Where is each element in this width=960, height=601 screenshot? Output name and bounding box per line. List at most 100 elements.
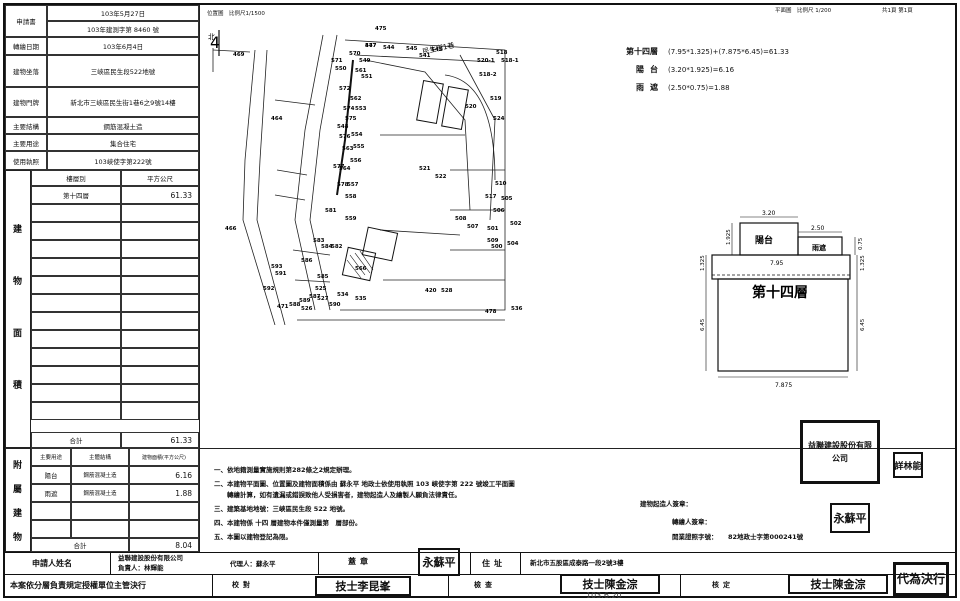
parcel-number: 526 — [301, 306, 313, 312]
parcel-number: 518-1 — [501, 58, 519, 64]
info-label-use: 主要用途 — [5, 134, 47, 151]
info-label-structure: 主要結構 — [5, 117, 47, 134]
info-value-use: 集合住宅 — [47, 134, 199, 151]
annex-row1-use: 陽台 — [31, 466, 71, 484]
parcel-number: 536 — [511, 306, 523, 312]
note-2: 二、本建物平面圖、位置圖及建物面積係由 蘇永平 地政士依使用執照 103 峽使字… — [214, 480, 515, 488]
area-row-floor: 第十四層 — [31, 186, 121, 204]
calc-formula-canopy: (2.50*0.75)=1.88 — [668, 84, 730, 92]
area-side-char-2: 物 — [13, 277, 23, 287]
parcel-number: 550 — [335, 66, 347, 72]
area-empty-cell — [31, 402, 121, 420]
annex-total-label: 合計 — [31, 538, 129, 552]
area-empty-cell — [31, 240, 121, 258]
parcel-number: 582 — [331, 244, 343, 250]
annex-side-char-3: 建 — [13, 509, 23, 519]
parcel-number: 576 — [339, 134, 351, 140]
parcel-number: 588 — [289, 302, 301, 308]
area-empty-cell — [121, 402, 199, 420]
annex-row2-structure: 鋼筋混凝土造 — [71, 484, 129, 502]
date-stamp: 103.6.20 — [586, 591, 622, 600]
parcel-number: 562 — [350, 96, 362, 102]
plan-balcony-label: 陽台 — [755, 234, 773, 246]
dim-canopy-width: 2.50 — [811, 225, 825, 232]
parcel-number: 591 — [275, 271, 287, 277]
area-empty-cell — [31, 312, 121, 330]
parcel-number: 469 — [233, 52, 245, 58]
area-empty-cell — [31, 384, 121, 402]
agent-label: 代理人：蘇永平 — [230, 560, 276, 568]
info-label-draw-date: 轉繪日期 — [5, 37, 47, 55]
parcel-number: 585 — [317, 274, 329, 280]
area-empty-cell — [121, 276, 199, 294]
parcel-number: 566 — [355, 266, 367, 272]
annex-row2-area: 1.88 — [129, 484, 199, 502]
review-label: 檢查 — [474, 581, 496, 589]
parcel-number: 517 — [485, 194, 497, 200]
info-value-structure: 鋼筋混凝土造 — [47, 117, 199, 134]
parcel-number: 544 — [383, 45, 395, 51]
parcel-number: 584 — [321, 244, 333, 250]
parcel-number: 548 — [337, 124, 349, 130]
parcel-number: 475 — [375, 26, 387, 32]
area-side-char-3: 面 — [13, 329, 23, 339]
calc-label-canopy: 雨遮 — [636, 83, 664, 92]
parcel-number: 586 — [301, 258, 313, 264]
authority-statement: 本案依分層負責規定授權單位主管決行 — [10, 581, 146, 590]
annex-side-char-2: 屬 — [13, 485, 23, 495]
approve-stamp: 技士陳金淙 — [788, 574, 888, 594]
parcel-number: 555 — [353, 144, 365, 150]
document-frame — [3, 3, 957, 598]
address-value: 新北市五股區成泰路一段2號3樓 — [530, 559, 624, 567]
review-stamp: 技士陳金淙 — [560, 574, 660, 594]
dim-canopy-depth: 0.75 — [858, 237, 864, 250]
area-empty-cell — [121, 204, 199, 222]
plan-scale-label: 平面圖 比例尺 1/200 — [775, 8, 832, 14]
parcel-number: 501 — [487, 226, 499, 232]
parcel-number: 545 — [406, 46, 418, 52]
parcel-number: 590 — [329, 302, 341, 308]
info-value-application-no: 103年建測字第 8460 號 — [47, 21, 199, 37]
parcel-number: 506 — [493, 208, 505, 214]
note-3: 轉繪計算，如有遺漏或錯誤致他人受損害者，建物起造人及繪製人願負法律責任。 — [214, 491, 461, 499]
calc-formula-balcony: (3.20*1.925)=6.16 — [668, 66, 735, 74]
area-empty-cell — [31, 204, 121, 222]
parcel-number: 518-2 — [479, 72, 497, 78]
dim-balcony-width: 3.20 — [762, 210, 776, 217]
drafter-stamp: 永蘇平 — [830, 503, 870, 533]
parcel-number: 507 — [467, 224, 479, 230]
area-col-area: 平方公尺 — [121, 170, 199, 186]
area-row-value: 61.33 — [121, 186, 199, 204]
check-label: 校對 — [232, 581, 254, 589]
parcel-number: 525 — [315, 286, 327, 292]
parcel-number: 557 — [347, 182, 359, 188]
parcel-number: 519 — [490, 96, 502, 102]
owner-signature-label: 建物起造人簽章： — [640, 500, 692, 508]
svg-text:4: 4 — [210, 33, 220, 52]
annex-row1-area: 6.16 — [129, 466, 199, 484]
parcel-number: 504 — [507, 241, 519, 247]
license-label: 開業證照字號： — [672, 533, 718, 541]
area-empty-cell — [121, 366, 199, 384]
parcel-number: 478 — [485, 309, 497, 315]
annex-row1-structure: 鋼筋混凝土造 — [71, 466, 129, 484]
area-col-floor: 樓層別 — [31, 170, 121, 186]
area-total-value: 61.33 — [121, 432, 199, 448]
parcel-number: 508 — [455, 216, 467, 222]
north-label: 北 — [208, 33, 215, 41]
dim-balcony-depth: 1.925 — [726, 229, 732, 245]
parcel-number: 551 — [361, 74, 373, 80]
dim-upper-width: 7.95 — [770, 260, 784, 267]
plan-floor-label: 第十四層 — [752, 284, 808, 301]
plan-canopy-label: 雨遮 — [812, 243, 826, 252]
info-label-location: 建物坐落 — [5, 55, 47, 87]
area-empty-cell — [31, 276, 121, 294]
parcel-number: 541 — [419, 53, 431, 59]
area-empty-cell — [121, 294, 199, 312]
parcel-number: 572 — [339, 86, 351, 92]
note-6: 五、本圖以建物登記為限。 — [214, 533, 292, 541]
parcel-number: 520 — [465, 104, 477, 110]
note-5: 四、本建物係 十四 層建物本件僅測量第 層部份。 — [214, 519, 362, 527]
area-empty-cell — [121, 312, 199, 330]
